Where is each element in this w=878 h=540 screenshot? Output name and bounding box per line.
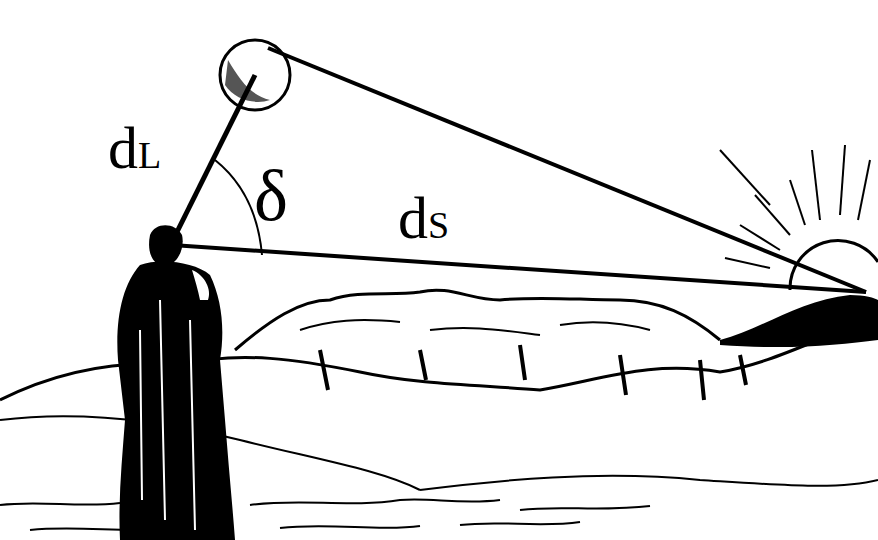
line-to-moon <box>172 75 255 242</box>
observer-figure <box>117 225 235 540</box>
ground-scribble <box>0 499 650 530</box>
line-to-sun <box>172 245 866 292</box>
distance-label: dL <box>108 118 161 178</box>
distance-label: dS <box>398 188 449 248</box>
mountain-ridge <box>235 290 720 350</box>
mountain-shading <box>300 320 650 335</box>
sun-rays <box>720 145 870 268</box>
dark-hill <box>720 295 878 347</box>
moon-sun-line <box>268 48 866 292</box>
mountain-shading <box>320 345 746 400</box>
distance-label: δ <box>254 160 288 232</box>
